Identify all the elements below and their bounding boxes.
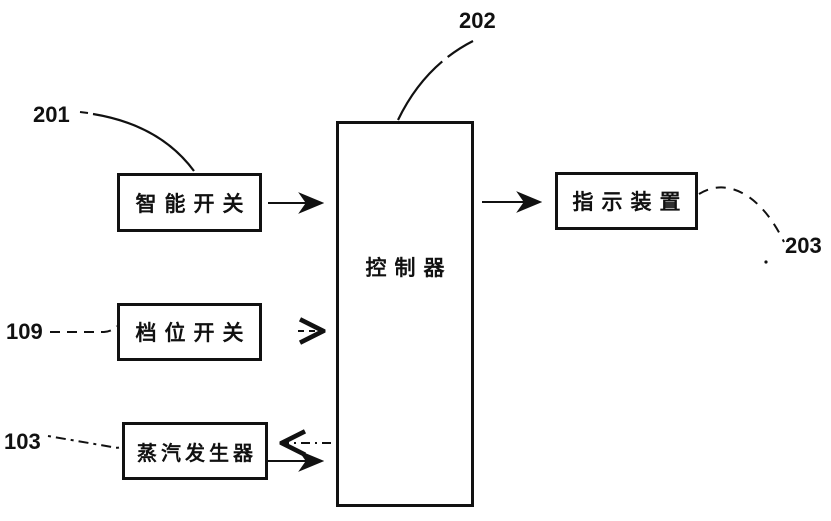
leader-line-103 xyxy=(47,435,123,449)
indicator-box: 指示装置 xyxy=(555,172,698,230)
gear-switch-box: 档位开关 xyxy=(117,303,262,361)
leader-dot-203 xyxy=(764,260,768,264)
leader-curve-203 xyxy=(698,186,785,243)
indicator-label: 指示装置 xyxy=(572,190,689,214)
controller-box: 控制器 xyxy=(336,121,474,507)
leader-line-109 xyxy=(50,325,118,333)
leader-curve-202 xyxy=(397,40,474,121)
leader-curve-201 xyxy=(92,112,195,172)
smart-switch-box: 智能开关 xyxy=(117,173,262,232)
ref-201: 201 xyxy=(33,102,70,127)
ref-202: 202 xyxy=(459,8,496,33)
smart-switch-label: 智能开关 xyxy=(135,191,252,216)
steam-generator-label: 蒸汽发生器 xyxy=(137,440,257,465)
controller-label: 控制器 xyxy=(365,256,453,280)
ref-203: 203 xyxy=(785,233,822,258)
steam-generator-box: 蒸汽发生器 xyxy=(122,422,268,480)
gear-switch-label: 档位开关 xyxy=(135,321,252,345)
ref-109: 109 xyxy=(6,319,43,344)
leader-line-201 xyxy=(79,111,89,114)
ref-103: 103 xyxy=(4,429,41,454)
